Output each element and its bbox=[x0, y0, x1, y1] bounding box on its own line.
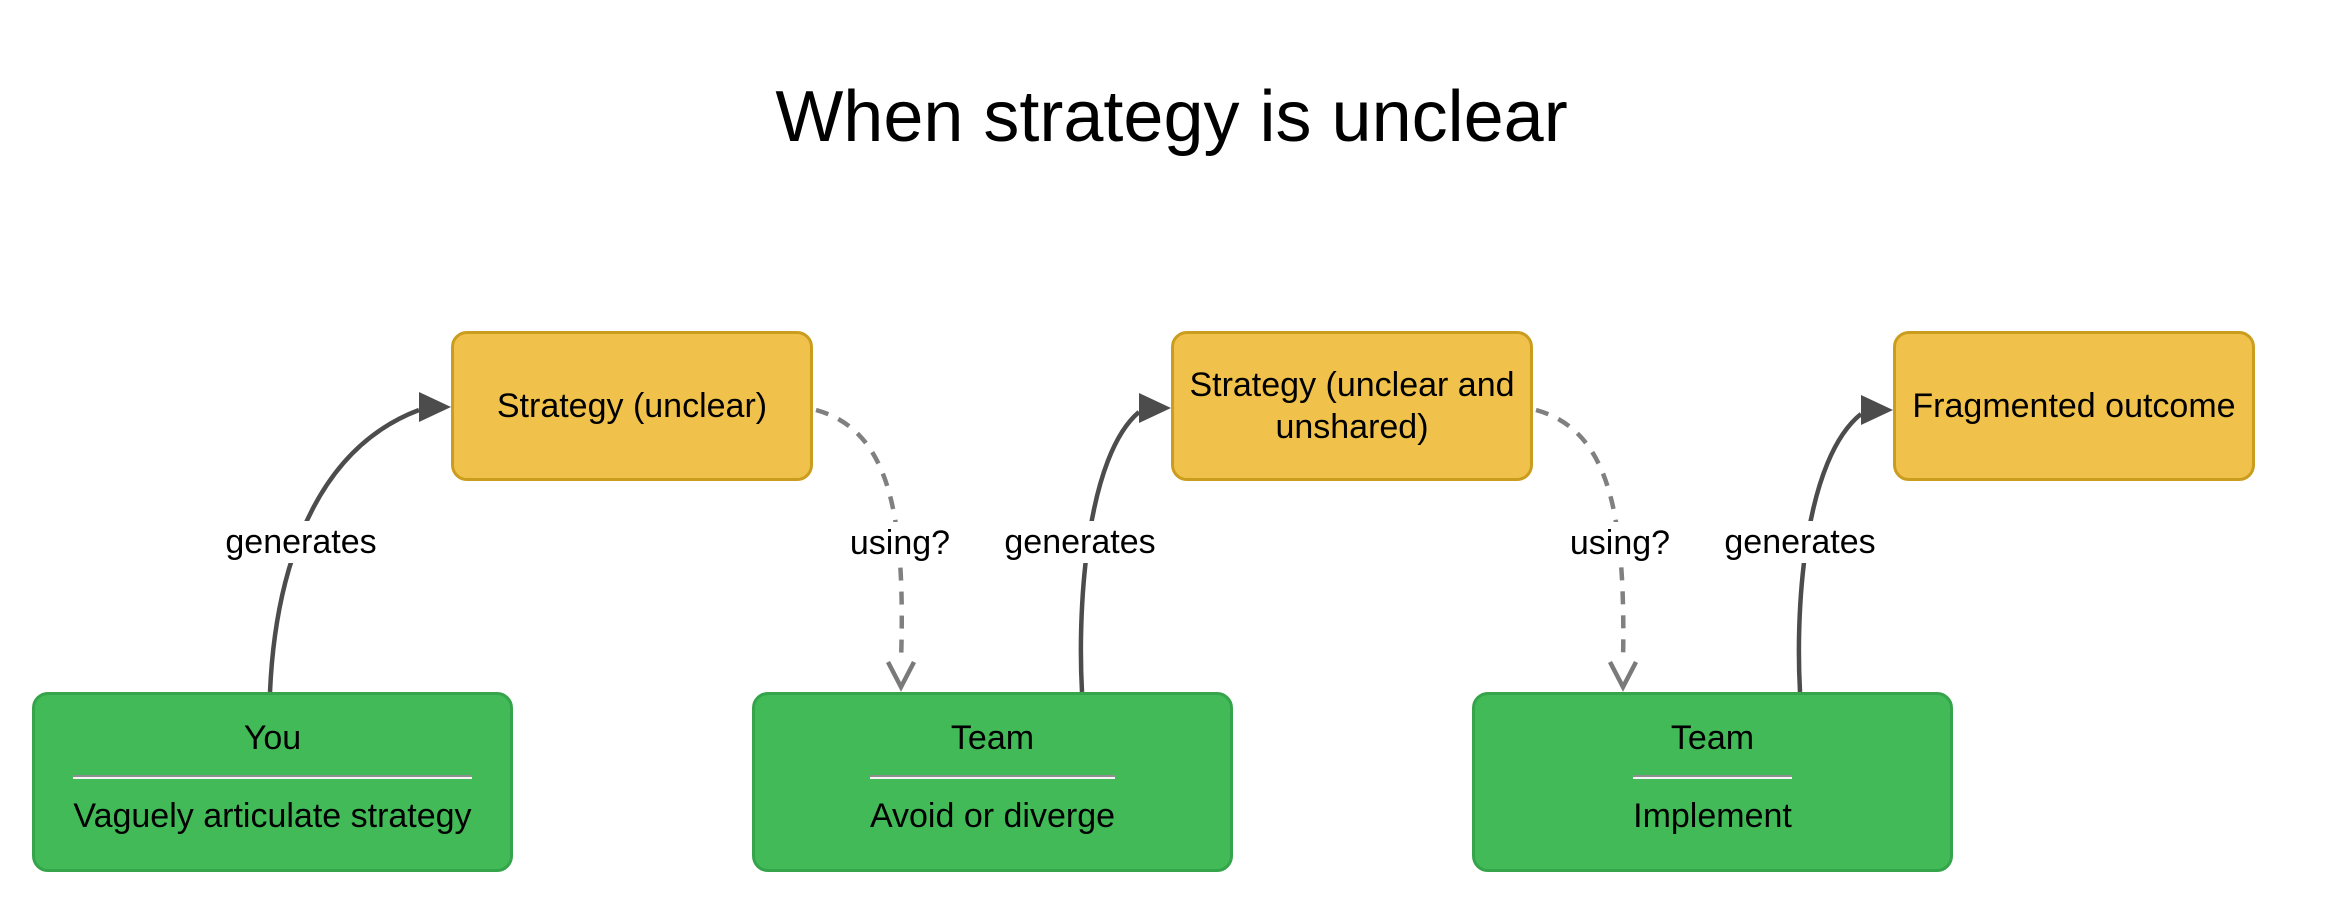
edge-label-generates-2: generates bbox=[996, 521, 1164, 563]
edge-strategy-to-team-path bbox=[815, 407, 905, 663]
node-actor-label: You bbox=[243, 719, 302, 757]
node-actor-label: Team bbox=[1670, 719, 1755, 757]
node-action-group: Avoid or diverge bbox=[869, 775, 1116, 837]
arrowhead-open-icon bbox=[1608, 660, 1638, 692]
arrowhead-solid-icon bbox=[419, 392, 451, 422]
diagram-title: When strategy is unclear bbox=[775, 77, 1568, 157]
arrowhead-solid-icon bbox=[1861, 395, 1893, 425]
node-action-label: Vaguely articulate strategy bbox=[73, 797, 472, 835]
edge-label-using-2: using? bbox=[1561, 522, 1679, 564]
node-you: You Vaguely articulate strategy bbox=[32, 692, 513, 872]
node-label: Fragmented outcome bbox=[1912, 387, 2236, 425]
divider-line bbox=[869, 775, 1116, 779]
arrowhead-open-icon bbox=[886, 660, 916, 692]
divider-line bbox=[1633, 775, 1792, 779]
edge-label-generates-3: generates bbox=[1716, 521, 1884, 563]
node-action-label: Avoid or diverge bbox=[869, 797, 1116, 835]
node-action-label: Implement bbox=[1633, 797, 1792, 835]
node-actor-label: Team bbox=[950, 719, 1035, 757]
arrowhead-solid-icon bbox=[1139, 393, 1171, 423]
divider-line bbox=[73, 775, 472, 779]
edge-strategy2-to-team2-path bbox=[1535, 407, 1626, 663]
node-team-implement: Team Implement bbox=[1472, 692, 1953, 872]
node-team-avoid: Team Avoid or diverge bbox=[752, 692, 1233, 872]
edge-label-using-1: using? bbox=[841, 522, 959, 564]
node-label: Strategy (unclear and unshared) bbox=[1189, 366, 1515, 446]
node-action-group: Implement bbox=[1633, 775, 1792, 837]
node-label: Strategy (unclear) bbox=[496, 387, 768, 425]
node-fragmented-outcome: Fragmented outcome bbox=[1893, 331, 2255, 481]
node-strategy-unclear-unshared: Strategy (unclear and unshared) bbox=[1171, 331, 1533, 481]
edge-label-generates-1: generates bbox=[217, 521, 385, 563]
node-strategy-unclear: Strategy (unclear) bbox=[451, 331, 813, 481]
node-action-group: Vaguely articulate strategy bbox=[73, 775, 472, 837]
